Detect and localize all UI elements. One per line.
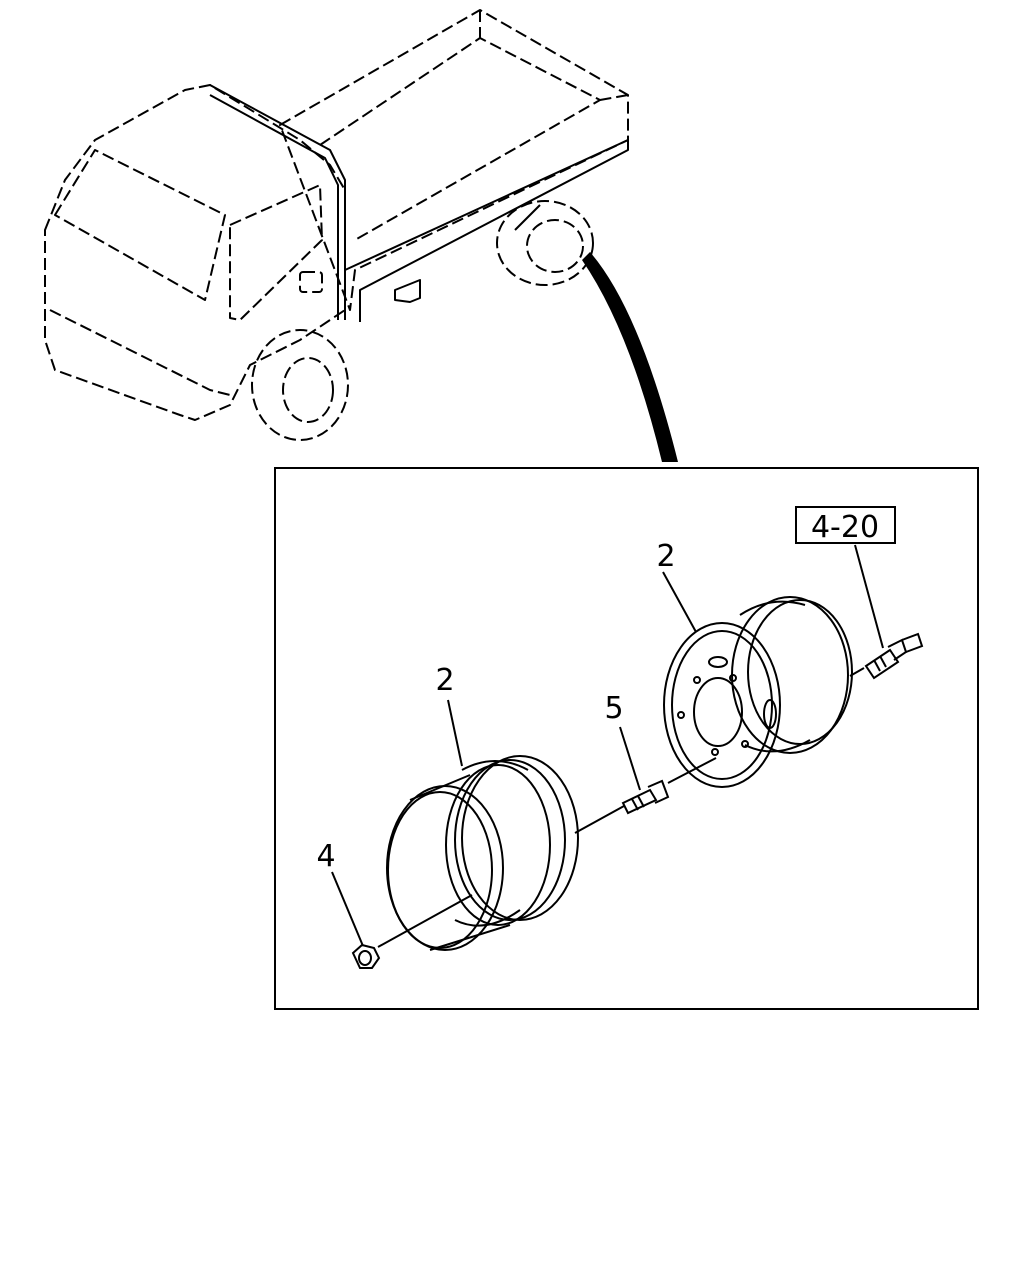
assembly-lines [377,667,865,948]
callout-rim-front: 2 [435,663,454,698]
hex-nut[interactable] [351,943,381,969]
callout-nut: 4 [316,839,335,874]
bed-frame [344,139,629,322]
rim-rear[interactable] [663,596,853,788]
hub-stud[interactable] [864,632,924,680]
reference-box[interactable]: 4-20 [795,506,896,545]
callout-leaders [331,544,884,947]
callout-bolt: 5 [604,691,623,726]
cargo-bed [279,9,629,311]
cab [44,84,346,421]
front-wheel [251,329,349,441]
callout-rim-rear: 2 [656,539,675,574]
hub-bolt[interactable] [621,779,670,815]
rear-wheel [496,200,594,286]
truck-illustration [44,9,629,441]
cab-pillar [209,84,346,320]
detail-pointer [582,252,678,462]
rim-front[interactable] [386,755,579,951]
reference-label: 4-20 [811,510,879,545]
detail-frame [274,467,979,1010]
